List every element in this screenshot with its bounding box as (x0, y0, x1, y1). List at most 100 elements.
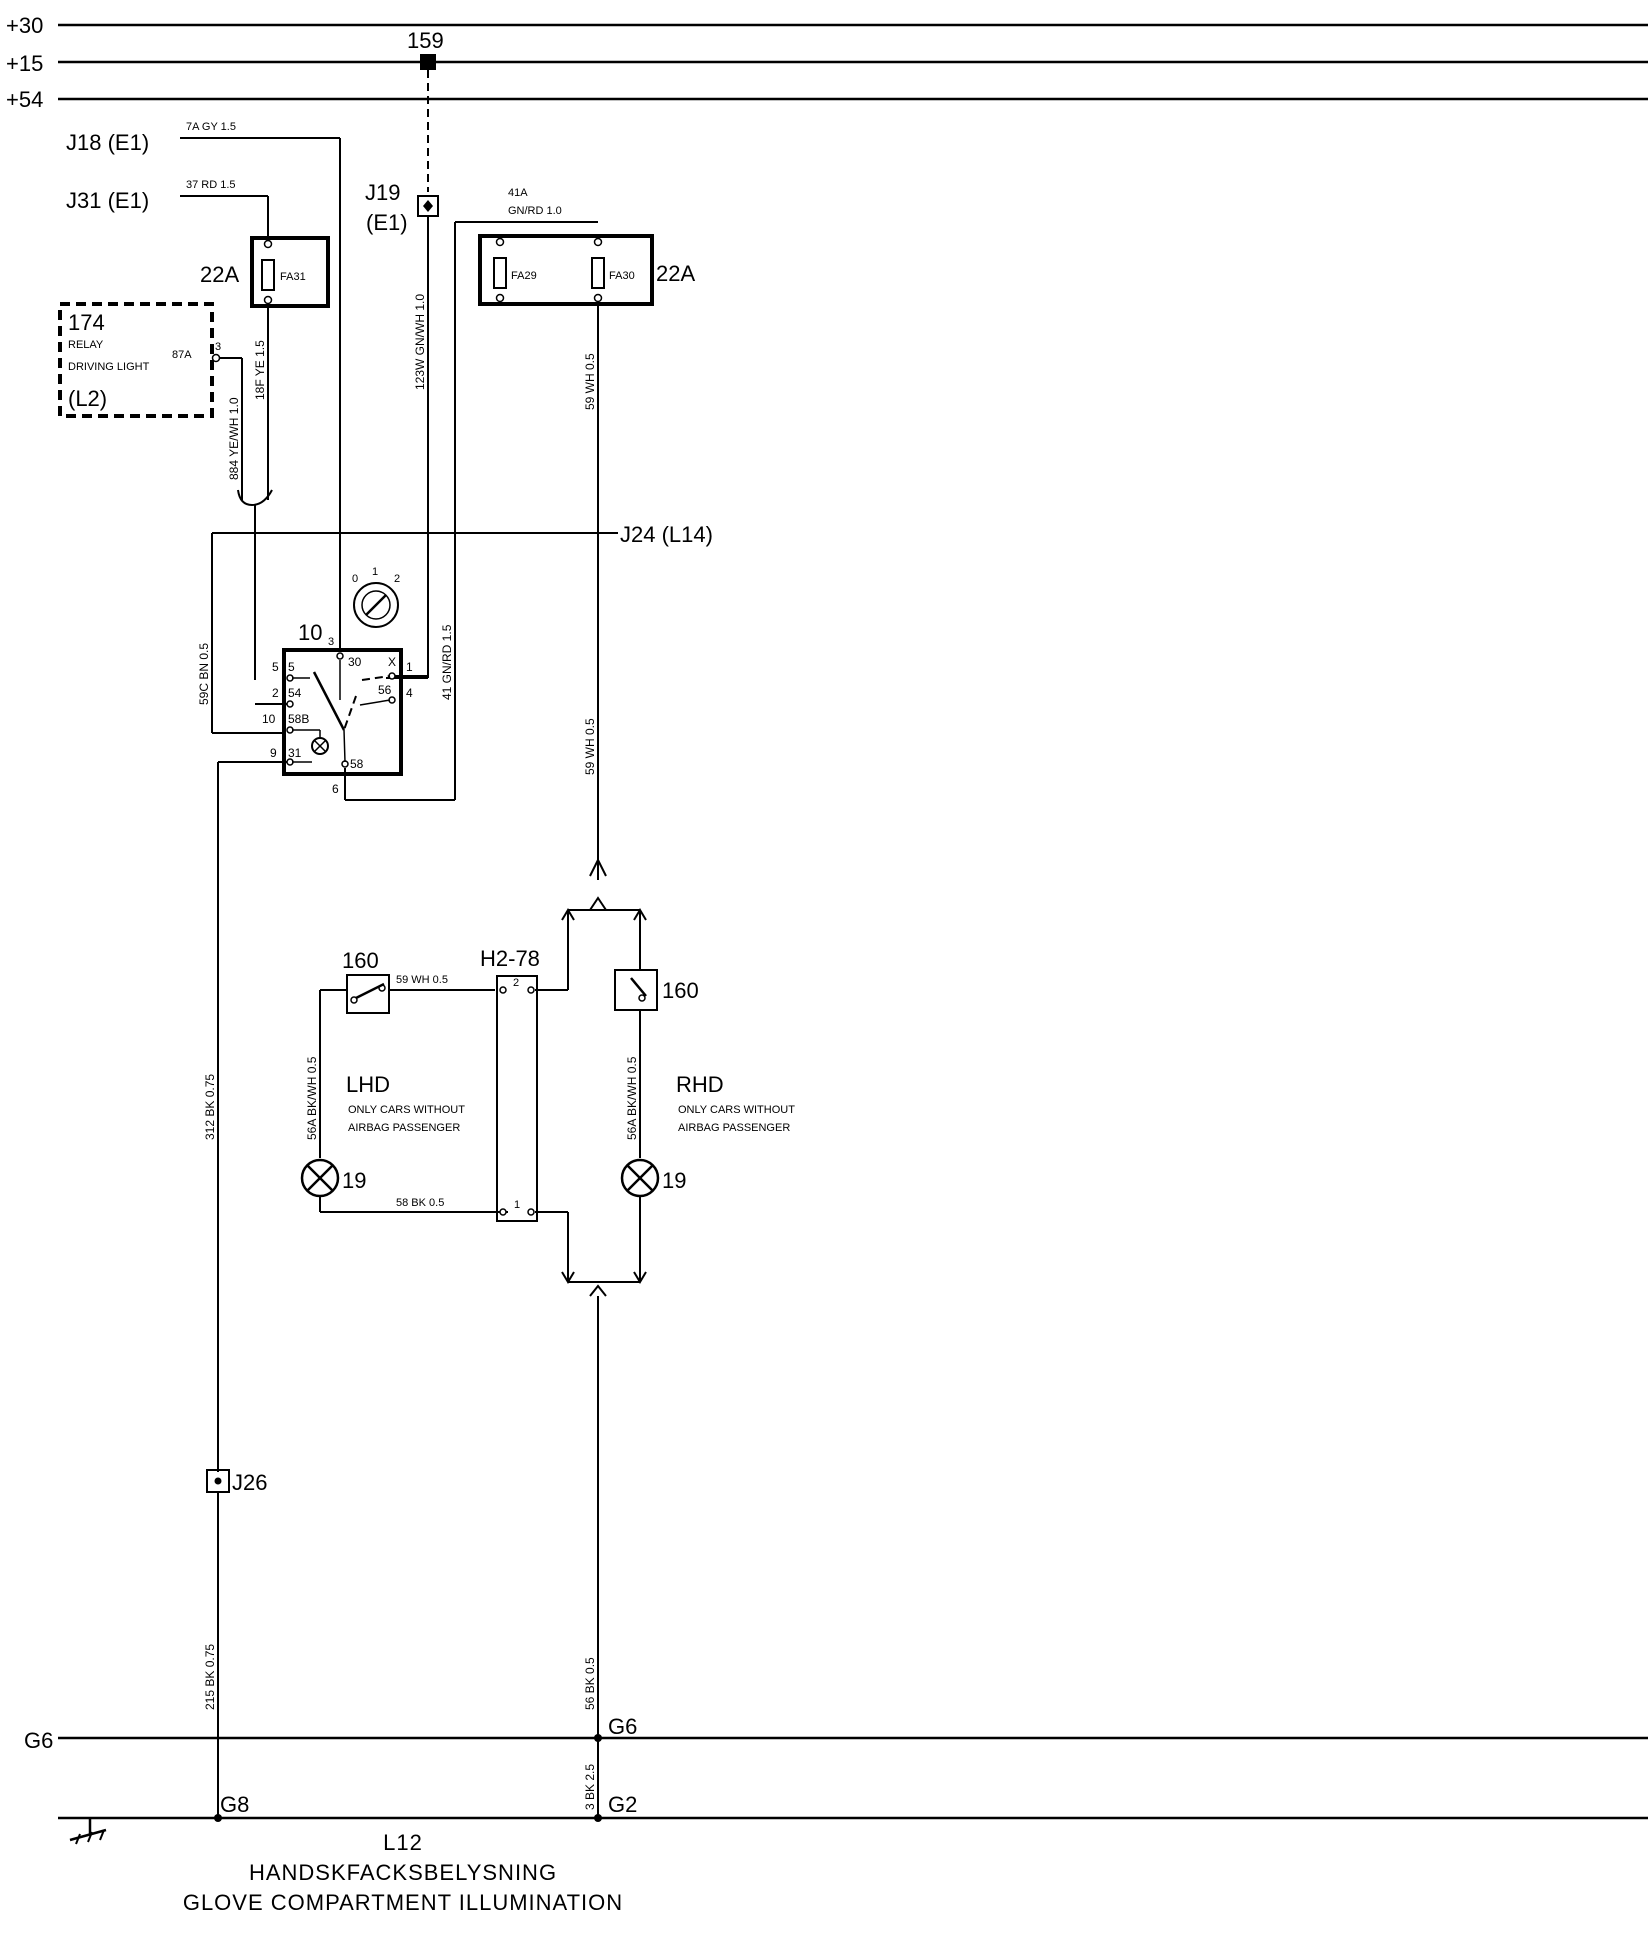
diagram-title-english: GLOVE COMPARTMENT ILLUMINATION (183, 1890, 623, 1915)
contact-56 (359, 699, 391, 706)
fuse-fa30-symbol (591, 257, 605, 289)
fuse-left-amp: 22A (200, 262, 239, 287)
fuse-fa30-pin-top (593, 237, 603, 247)
wire-41a-label: 41A (508, 187, 528, 199)
switch-number: 10 (298, 620, 322, 645)
bottom-split-chevron (589, 1284, 607, 1297)
pin-58b: 58B (288, 712, 309, 726)
lhd-rhd-split: 56 BK 0.5 (535, 859, 647, 1740)
pin-54: 54 (288, 686, 302, 700)
lhd-circuit: 160 59 WH 0.5 56A BK/WH 0.5 LHD ONLY CAR… (300, 948, 508, 1213)
h278-pin1-left (499, 1208, 507, 1216)
g2-label: G2 (608, 1792, 637, 1817)
fuse-box-right (478, 234, 654, 306)
top-split-left-arrow (561, 908, 575, 921)
j24-label: J24 (L14) (620, 522, 713, 547)
lamp-19-right-number: 19 (662, 1168, 686, 1193)
wire-56-label: 56 BK 0.5 (583, 1657, 597, 1710)
contact-58 (343, 729, 346, 763)
lhd-label: LHD (346, 1072, 390, 1097)
connector-h278: H2-78 2 1 (480, 946, 540, 1222)
door-switch-160-right (614, 969, 658, 1011)
wire-59-mid-label: 59 WH 0.5 (583, 718, 597, 775)
wire-312-label: 312 BK 0.75 (203, 1074, 217, 1140)
fuse-right-amp: 22A (656, 261, 695, 286)
rhd-label: RHD (676, 1072, 724, 1097)
wire-215-label: 215 BK 0.75 (203, 1644, 217, 1710)
fuse-fa29-label: FA29 (511, 270, 537, 282)
pin-1: 1 (406, 660, 413, 674)
switch-arm-left (312, 671, 346, 731)
rail-54-label: +54 (6, 87, 43, 112)
diagram-title-swedish: HANDSKFACKSBELYSNING (249, 1860, 557, 1885)
pin-54-dot (286, 700, 294, 708)
lhd-note-line2: AIRBAG PASSENGER (348, 1122, 460, 1134)
top-split-chevron (589, 896, 607, 911)
wire-59-top-label: 59 WH 0.5 (583, 353, 597, 410)
lamp-left-cross-b (306, 1164, 334, 1192)
fuse-fa31-pin-bottom (263, 295, 273, 305)
wire-7a-label: 7A GY 1.5 (186, 121, 236, 133)
relay-174-title: RELAY (68, 339, 104, 351)
wire-56a-left-label: 56A BK/WH 0.5 (305, 1056, 319, 1140)
j18-j31-group: J18 (E1) 7A GY 1.5 J31 (E1) 37 RD 1.5 (66, 121, 341, 640)
g6-right-label: G6 (608, 1714, 637, 1739)
h278-label: H2-78 (480, 946, 540, 971)
h278-pin1: 1 (514, 1199, 520, 1211)
rail-30-label: +30 (6, 13, 43, 38)
relay-174-subtitle: DRIVING LIGHT (68, 361, 150, 373)
chassis-ground-icon (69, 1818, 107, 1845)
wire-41-label: 41 GN/RD 1.5 (440, 624, 454, 700)
door-switch-left-pin-a (350, 996, 358, 1004)
h278-pin2-left (499, 986, 507, 994)
pin-10: 10 (262, 712, 276, 726)
wire-37-label: 37 RD 1.5 (186, 179, 236, 191)
splice-159-marker (420, 54, 436, 70)
door-switch-left-contact (355, 982, 385, 1000)
dial-pos-1: 1 (372, 566, 378, 578)
dial-pos-0: 0 (352, 573, 358, 585)
contact-dashed-x (361, 675, 391, 681)
pin-5-inner: 5 (288, 660, 295, 674)
door-switch-right-pin-a (638, 994, 646, 1002)
j18-label: J18 (E1) (66, 130, 149, 155)
door-switch-160-left (346, 974, 390, 1014)
pin-2: 2 (272, 686, 279, 700)
door-switch-right-contact (630, 977, 647, 997)
pin-3: 3 (328, 636, 334, 648)
j26-dot-icon (214, 1477, 222, 1485)
diagram-footer: L12 HANDSKFACKSBELYSNING GLOVE COMPARTME… (183, 1830, 623, 1915)
g8-junction-dot (214, 1814, 222, 1822)
rhd-note-line1: ONLY CARS WITHOUT (678, 1104, 795, 1116)
switch-arm-dashed (343, 695, 357, 731)
pin-5-outer: 5 (272, 660, 279, 674)
relay-174-pin-87a: 87A (172, 349, 192, 361)
j24-group: J24 (L14) 59C BN 0.5 (197, 522, 713, 734)
top-split-arrow (589, 859, 607, 877)
j19-sublabel: (E1) (366, 210, 408, 235)
fuse-fa31-pin-top (263, 239, 273, 249)
wire-56a-right-label: 56A BK/WH 0.5 (625, 1056, 639, 1140)
lhd-note-line1: ONLY CARS WITHOUT (348, 1104, 465, 1116)
top-split-right-arrow (633, 908, 647, 921)
pin-x: X (388, 655, 396, 669)
fuse-fa29-fa30-group: 41A GN/RD 1.0 41 GN/RD 1.5 FA29 FA30 22A… (344, 187, 695, 860)
h278-body (496, 975, 538, 1222)
relay-174-location: (L2) (68, 386, 107, 411)
fuse-fa29-pin-top (495, 237, 505, 247)
j26-label: J26 (232, 1470, 267, 1495)
fuse-fa29-pin-bottom (495, 293, 505, 303)
wire-884-label: 884 YE/WH 1.0 (227, 397, 241, 480)
pin-30: 30 (348, 655, 362, 669)
connector-159-group: 159 J19 (E1) 123W GN/WH 1.0 (365, 28, 444, 679)
pin-56: 56 (378, 683, 392, 697)
wire-123w-label: 123W GN/WH 1.0 (413, 294, 427, 390)
relay-174-box (58, 302, 214, 418)
connector-159-label: 159 (407, 28, 444, 53)
wire-58-label: 58 BK 0.5 (396, 1197, 444, 1209)
ground-rails: G6 G6 3 BK 2.5 G8 G2 (24, 1714, 1648, 1845)
fuse-fa31-label: FA31 (280, 271, 306, 283)
diagram-code: L12 (383, 1830, 423, 1855)
pin-31: 31 (288, 746, 302, 760)
